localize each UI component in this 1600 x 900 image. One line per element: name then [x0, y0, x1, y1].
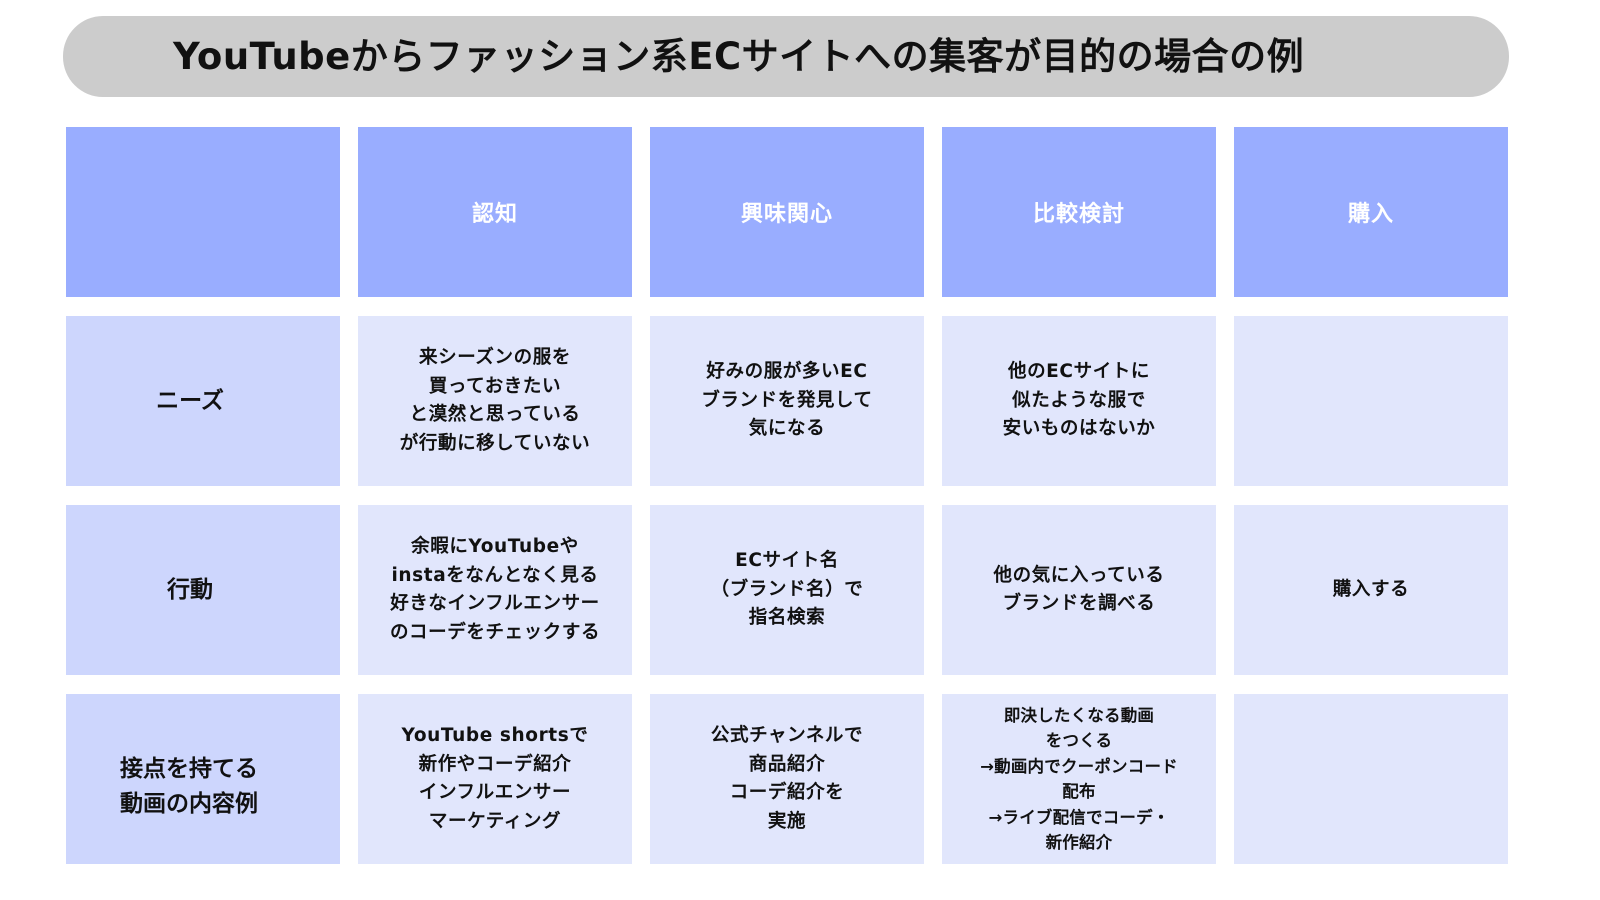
cell-content-awareness: YouTube shortsで 新作やコーデ紹介 インフルエンサー マーケティン… [358, 694, 632, 864]
cell-line: 購入する [1332, 578, 1410, 600]
cell-line: 実施 [767, 810, 807, 832]
customer-journey-table: 認知 興味関心 比較検討 購入 ニーズ 来シーズンの服を 買っておきたい と漠然… [66, 127, 1508, 864]
cell-line: 配布 [1062, 782, 1096, 801]
cell-action-interest: ECサイト名 （ブランド名）で 指名検索 [650, 505, 924, 675]
cell-line: 似たような服で [1012, 389, 1146, 411]
cell-line: 安いものはないか [1002, 418, 1156, 440]
cell-line: （ブランド名）で [710, 578, 864, 600]
cell-line: 来シーズンの服を [419, 347, 571, 368]
row-label-action: 行動 [66, 505, 340, 675]
header-interest: 興味関心 [650, 127, 924, 297]
cell-line: 好みの服が多いEC [706, 361, 868, 383]
cell-line: YouTube shortsで [401, 725, 589, 746]
cell-needs-interest: 好みの服が多いEC ブランドを発見して 気になる [650, 316, 924, 486]
cell-line: 気になる [748, 418, 826, 440]
cell-line: インフルエンサー [418, 782, 572, 803]
cell-line: が行動に移していない [399, 432, 591, 454]
cell-line: ECサイト名 [735, 550, 839, 572]
cell-line: 指名検索 [748, 607, 826, 629]
cell-needs-purchase [1234, 316, 1508, 486]
cell-content-interest: 公式チャンネルで 商品紹介 コーデ紹介を 実施 [650, 694, 924, 864]
cell-line: 即決したくなる動画 [1003, 705, 1155, 725]
cell-line: 他のECサイトに [1007, 361, 1150, 383]
cell-content-comparison: 即決したくなる動画 をつくる →動画内でクーポンコード 配布 →ライブ配信でコー… [942, 694, 1216, 864]
cell-needs-awareness: 来シーズンの服を 買っておきたい と漠然と思っている が行動に移していない [358, 316, 632, 486]
cell-line: をつくる [1045, 731, 1113, 750]
cell-needs-comparison: 他のECサイトに 似たような服で 安いものはないか [942, 316, 1216, 486]
cell-line: →動画内でクーポンコード [980, 756, 1178, 776]
row-label-content-line: 動画の内容例 [120, 791, 258, 817]
cell-content-purchase [1234, 694, 1508, 864]
cell-line: のコーデをチェックする [389, 621, 601, 643]
row-label-action-text: 行動 [167, 576, 213, 603]
cell-line: 余暇にYouTubeや [411, 536, 579, 557]
title-bar: YouTubeからファッション系ECサイトへの集客が目的の場合の例 [63, 16, 1509, 97]
cell-line: 買っておきたい [428, 375, 562, 397]
cell-line: →ライブ配信でコーデ・ [988, 807, 1170, 827]
header-comparison: 比較検討 [942, 127, 1216, 297]
row-label-needs: ニーズ [66, 316, 340, 486]
cell-line: ブランドを調べる [1002, 593, 1156, 614]
cell-line: 他の気に入っている [993, 564, 1165, 586]
cell-line: と漠然と思っている [409, 404, 581, 425]
cell-action-comparison: 他の気に入っている ブランドを調べる [942, 505, 1216, 675]
cell-line: instaをなんとなく見る [391, 564, 599, 586]
cell-line: 新作紹介 [1045, 833, 1113, 852]
page-title: YouTubeからファッション系ECサイトへの集客が目的の場合の例 [173, 35, 1305, 78]
header-purchase: 購入 [1234, 127, 1508, 297]
cell-line: ブランドを発見して [701, 389, 873, 411]
cell-line: 好きなインフルエンサー [390, 593, 600, 614]
cell-line: 公式チャンネルで [710, 725, 864, 746]
cell-action-awareness: 余暇にYouTubeや instaをなんとなく見る 好きなインフルエンサー のコ… [358, 505, 632, 675]
row-label-content-line: 接点を持てる [120, 756, 258, 782]
header-corner-cell [66, 127, 340, 297]
row-label-content: 接点を持てる 動画の内容例 [66, 694, 340, 864]
cell-action-purchase: 購入する [1234, 505, 1508, 675]
cell-line: コーデ紹介を [729, 782, 845, 803]
header-awareness: 認知 [358, 127, 632, 297]
cell-line: マーケティング [428, 810, 562, 832]
row-label-needs-text: ニーズ [156, 387, 224, 414]
cell-line: 商品紹介 [748, 753, 826, 775]
cell-line: 新作やコーデ紹介 [418, 753, 572, 775]
